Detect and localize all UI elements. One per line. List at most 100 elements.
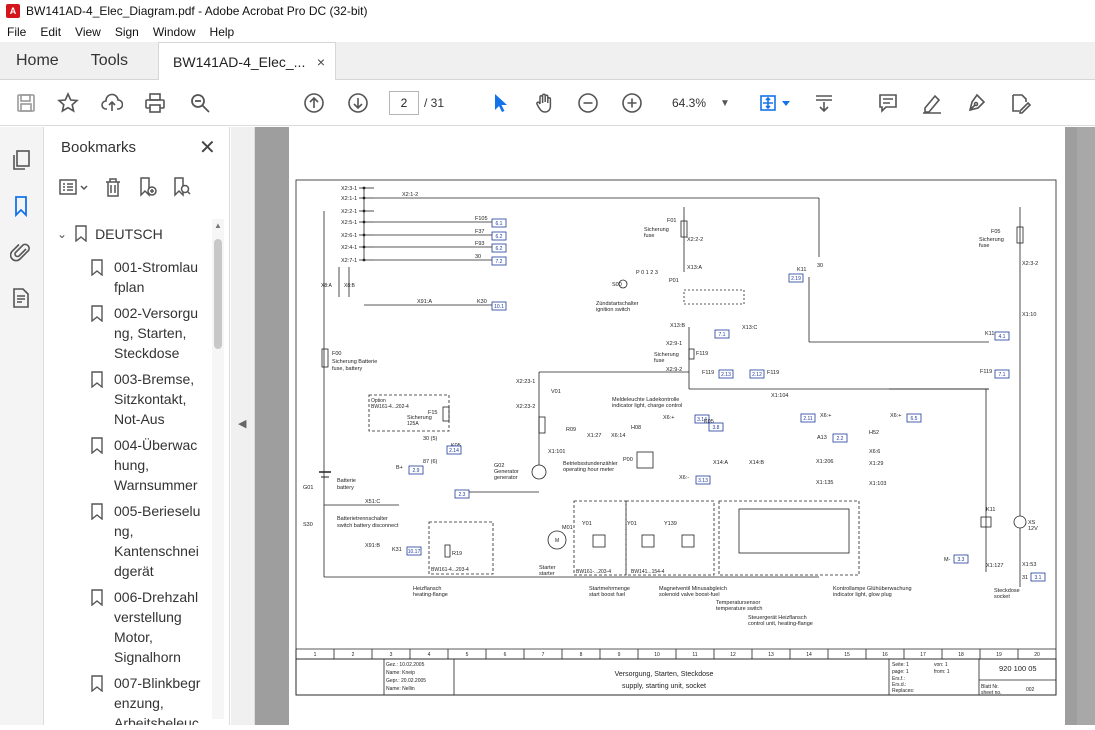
reference-box [454,489,470,499]
close-tab-icon[interactable]: × [316,53,326,70]
new-bookmark-icon[interactable] [137,176,157,202]
reference-box-label: 4.1 [999,334,1006,340]
close-panel-icon[interactable]: ✕ [199,137,216,159]
menu-edit[interactable]: Edit [40,25,62,39]
reference-box [994,331,1010,341]
collapse-left-icon[interactable]: ◀ [238,418,247,430]
diagram-label: Temperatursensor [716,600,760,606]
scrollbar-thumb[interactable] [214,239,222,349]
diagram-label: S30 [303,522,313,528]
diagram-label: 3 [390,652,393,658]
component-box [442,406,450,422]
diagram-label: X14:A [713,460,728,466]
star-icon[interactable] [56,91,80,115]
menu-view[interactable]: View [75,25,101,39]
diagram-label: 19 [996,652,1002,658]
hand-tool-icon[interactable] [532,91,556,115]
select-cursor-icon[interactable] [488,91,512,115]
edit-pdf-icon[interactable] [1008,91,1032,115]
page-thumbnails-icon[interactable] [10,149,34,173]
chevron-down-icon[interactable]: ⌄ [57,226,68,241]
upload-cloud-icon[interactable] [100,91,124,115]
diagram-label: socket [994,594,1010,600]
diagram-label: 20 [1034,652,1040,658]
diagram-label: Sicherung [654,352,679,358]
diagram-label: X2:23-1 [516,379,535,385]
diagram-label: heating-flange [413,592,448,598]
find-bookmark-icon[interactable] [171,176,191,202]
zoom-search-icon[interactable] [188,91,212,115]
menu-window[interactable]: Window [152,25,196,39]
diagram-label: Betriebsstundenzähler [563,461,618,467]
document-scrollbar[interactable] [1077,127,1095,725]
bookmark-item-line: dgerät [114,563,154,579]
document-properties-icon[interactable] [10,287,34,311]
diagram-label: generator [494,475,518,481]
previous-page-icon[interactable] [302,91,326,115]
options-menu-icon[interactable] [59,177,89,202]
diagram-label: K11 [985,331,994,337]
attachments-icon[interactable] [9,241,34,265]
comment-icon[interactable] [876,91,900,115]
zoom-out-icon[interactable] [576,91,600,115]
diagram-label: Gez.: 10.02.2005 [386,662,425,668]
bookmarks-scrollbar[interactable]: ▲ [212,219,224,719]
component-box [295,658,1057,696]
bookmark-root[interactable]: ⌄ DEUTSCH [57,225,163,242]
diagram-label: X2:9-1 [666,341,682,347]
diagram-label: fuse [654,358,664,364]
save-icon[interactable] [14,91,38,115]
diagram-label: X2:4-1 [341,245,357,251]
highlight-pen-icon[interactable] [920,91,944,115]
diagram-label: 87 (6) [423,459,438,465]
diagram-label: 920 100 05 [999,664,1037,673]
menu-sign[interactable]: Sign [114,25,139,39]
scroll-mode-icon[interactable] [812,91,836,115]
component-box [321,348,329,368]
bookmark-item-line: Signalhorn [114,649,181,665]
diagram-label: X1:53 [1022,562,1036,568]
diagram-label: BW161-...203-4 [576,569,611,575]
component-symbol [1013,515,1027,529]
zoom-in-icon[interactable] [620,91,644,115]
tab-document[interactable]: BW141AD-4_Elec_... × [158,42,337,80]
diagram-label: Replaces: [892,688,914,694]
diagram-label: X1:206 [816,459,833,465]
reference-box [832,433,848,443]
next-page-icon[interactable] [346,91,370,115]
fit-page-icon[interactable] [756,91,780,115]
bookmark-item-line: 004-Überwac [114,437,198,453]
menu-file[interactable]: File [7,25,27,39]
bookmarks-panel-icon[interactable] [10,195,34,219]
tab-tools[interactable]: Tools [90,51,129,69]
diagram-label: X2:5-1 [341,220,357,226]
tab-home[interactable]: Home [16,51,59,69]
menu-help[interactable]: Help [209,25,235,39]
diagram-label: battery [337,485,354,491]
diagram-label: X6:+ [820,413,831,419]
panel-collapse-handle[interactable]: ◀ [231,127,255,725]
bookmark-item[interactable]: 003-Bremse,Sitzkontakt,Not-Aus [91,369,211,429]
page-number-input[interactable]: 2 [389,91,419,115]
zoom-dropdown-icon[interactable]: ▼ [720,98,730,109]
diagram-label: 31 [1022,575,1028,581]
zoom-level[interactable]: 64.3% [672,96,707,110]
diagram-label: F01 [667,218,676,224]
menu-bar: File Edit View Sign Window Help [0,22,1095,42]
sign-icon[interactable] [964,91,988,115]
bookmark-item-line: hung, [114,457,150,473]
diagram-label: control unit, heating-flange [748,621,813,627]
delete-bookmark-icon[interactable] [103,177,123,202]
diagram-label: 16 [882,652,888,658]
print-icon[interactable] [143,91,167,115]
scroll-up-icon[interactable]: ▲ [214,221,222,230]
diagram-label: X2:9-2 [666,367,682,373]
fit-dropdown-icon[interactable] [781,91,791,115]
